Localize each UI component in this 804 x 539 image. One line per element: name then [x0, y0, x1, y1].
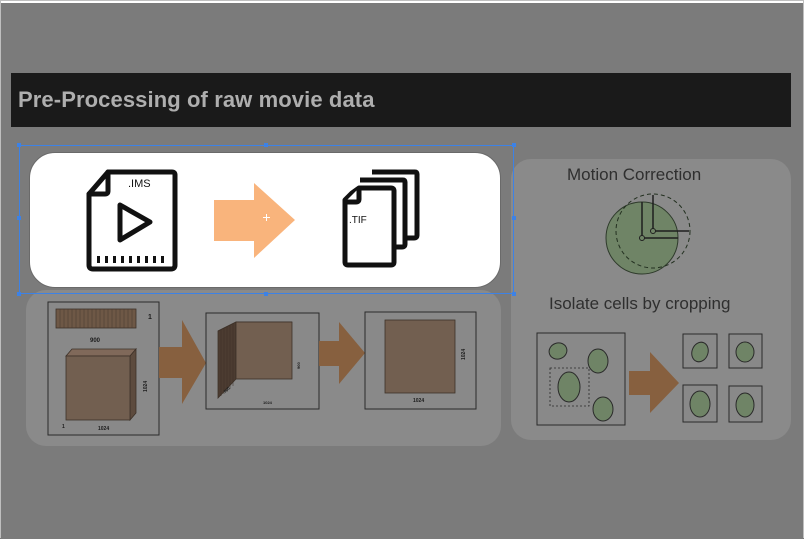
- cell-4: [592, 396, 614, 422]
- projection-front-label: 1024: [413, 398, 424, 404]
- cube-front-label: 1024: [98, 426, 109, 432]
- title-bar[interactable]: Pre-Processing of raw movie data: [11, 73, 791, 127]
- slide-title: Pre-Processing of raw movie data: [18, 87, 375, 112]
- film-strip-dots: [97, 256, 164, 263]
- projection-square: [384, 319, 456, 394]
- strip-index-label: 1: [148, 314, 152, 321]
- stack-layer-lines: [220, 324, 234, 396]
- canvas-top-edge: [0, 0, 804, 3]
- cube-front: [65, 355, 131, 421]
- stack-front-label: 1024: [263, 400, 273, 405]
- resize-handle-bottom-left[interactable]: [17, 292, 21, 296]
- target-ext-label: .TIF: [349, 215, 367, 226]
- resize-handle-top-left[interactable]: [17, 143, 21, 147]
- cell-2: [587, 348, 609, 374]
- isolate-cells-label: Isolate cells by cropping: [549, 294, 731, 313]
- flow-arrow-2: [319, 322, 365, 384]
- cube-side: [129, 347, 137, 422]
- stack-depth-label: 900: [222, 385, 231, 394]
- cube-side-label: 1024: [143, 381, 149, 392]
- resize-handle-bottom[interactable]: [264, 292, 268, 296]
- resize-handle-bottom-right[interactable]: [512, 292, 516, 296]
- motion-correction-icon: [605, 193, 691, 275]
- motion-correction-label: Motion Correction: [567, 165, 702, 184]
- cell-1: [548, 342, 568, 360]
- resize-handle-left[interactable]: [17, 216, 21, 220]
- resize-handle-right[interactable]: [512, 216, 516, 220]
- isolate-cells-diagram: [536, 332, 763, 426]
- cube-depth-label: 1: [62, 424, 65, 430]
- cube-top: [65, 348, 137, 357]
- file-conversion-graphic: .IMS .TIF: [86, 169, 420, 272]
- frame-strip-lines: [59, 309, 133, 328]
- crop-region: [549, 367, 590, 407]
- move-crosshair-icon[interactable]: [263, 214, 270, 221]
- stacked-files-icon: [342, 169, 420, 268]
- video-file-icon: [86, 169, 178, 272]
- crop-arrow: [629, 352, 679, 413]
- convert-arrow: [214, 183, 295, 258]
- source-ext-label: .IMS: [128, 178, 151, 190]
- stack-front: [235, 321, 293, 380]
- stack-side-label: 900: [296, 362, 301, 369]
- resize-handle-top-right[interactable]: [512, 143, 516, 147]
- flow-arrow-1: [159, 320, 206, 404]
- cell-3: [557, 371, 581, 403]
- projection-side-label: 1024: [461, 349, 467, 360]
- resize-handle-top[interactable]: [264, 143, 268, 147]
- strip-size-label: 900: [90, 338, 101, 344]
